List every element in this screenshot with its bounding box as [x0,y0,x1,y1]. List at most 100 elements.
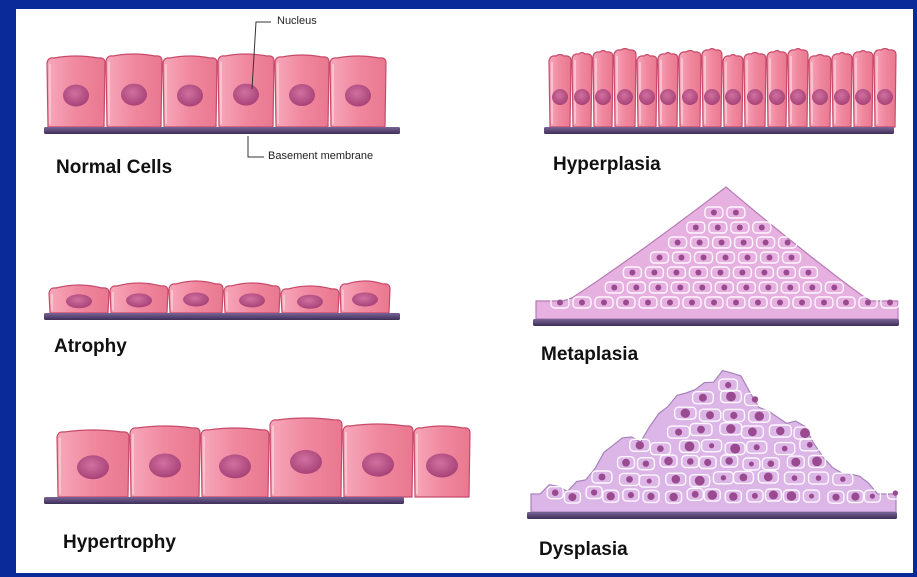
cell-nucleus [63,85,89,107]
basement-membrane-annotation: Basement membrane [268,150,373,162]
cell-nucleus [574,89,590,105]
tissue-nucleus [737,225,743,231]
tissue-nucleus [667,300,673,306]
tissue-nucleus [725,457,733,465]
tissue-nucleus [755,300,761,306]
nucleus-annotation: Nucleus [277,15,317,27]
tissue-nucleus [805,270,811,276]
tissue-nucleus [755,412,764,421]
tissue-nucleus [768,460,775,467]
tissue-nucleus [733,300,739,306]
tissue-nucleus [591,489,597,495]
tissue-nucleus [726,392,736,402]
tissue-nucleus [733,210,739,216]
tissue-nucleus [697,426,705,434]
cell-nucleus [233,84,259,106]
hyperplasia-illustration [544,49,896,135]
cell-nucleus [352,293,378,307]
atrophy-illustration [44,281,400,320]
tissue-nucleus [693,225,699,231]
basement-membrane [527,512,897,519]
tissue-nucleus [800,428,810,438]
tissue-nucleus [628,492,634,498]
cell-nucleus [362,453,394,477]
tissue-nucleus [711,210,717,216]
tissue-nucleus [708,490,717,499]
tissue-nucleus [749,462,754,467]
tissue-nucleus [633,285,639,291]
tissue-nucleus [851,493,859,501]
cell-nucleus [297,295,323,309]
tissue-nucleus [681,409,690,418]
label-atrophy: Atrophy [54,336,127,358]
tissue-nucleus [675,240,681,246]
cell-nucleus [639,89,655,105]
tissue-nucleus [792,475,798,481]
tissue-nucleus [759,225,765,231]
tissue-nucleus [752,396,758,402]
label-dysplasia: Dysplasia [539,539,628,561]
tissue-nucleus [601,300,607,306]
cell-nucleus [877,89,893,105]
tissue-nucleus [721,285,727,291]
tissue-nucleus [840,477,845,482]
cell-diagram-art [16,9,913,573]
tissue-nucleus [887,300,893,306]
basement-membrane [533,319,899,326]
tissue-nucleus [809,285,815,291]
tissue-nucleus [626,476,633,483]
tissue-nucleus [669,493,677,501]
tissue-nucleus [807,442,813,448]
cell-nucleus [183,293,209,307]
tissue-nucleus [704,459,711,466]
cell-nucleus [790,89,806,105]
cell-nucleus [239,293,265,307]
tissue-nucleus [647,493,654,500]
label-hypertrophy: Hypertrophy [63,532,176,554]
tissue-nucleus [725,382,731,388]
cell-nucleus [219,454,251,478]
tissue-nucleus [706,411,714,419]
cell-nucleus [769,89,785,105]
tissue-nucleus [799,300,805,306]
diagram-panel: Nucleus Basement membrane Normal Cells A… [16,9,913,573]
tissue-nucleus [657,445,664,452]
tissue-nucleus [677,285,683,291]
tissue-nucleus [611,285,617,291]
tissue-nucleus [647,479,652,484]
tissue-nucleus [752,493,758,499]
tissue-nucleus [831,285,837,291]
tissue-nucleus [679,255,685,261]
hypertrophy-illustration [44,418,470,504]
tissue-nucleus [785,240,791,246]
tissue-nucleus [607,492,615,500]
basement-membrane [44,497,404,504]
cell-nucleus [682,89,698,105]
cell-nucleus [290,450,322,474]
basement-membrane [544,127,894,134]
dysplasia-illustration [527,371,903,519]
label-hyperplasia: Hyperplasia [553,154,661,176]
cell-nucleus [855,89,871,105]
tissue-nucleus [664,457,673,466]
tissue-nucleus [740,474,748,482]
tissue-nucleus [787,491,797,501]
tissue-nucleus [701,255,707,261]
tissue-nucleus [870,494,875,499]
metaplasia-illustration [533,187,899,326]
tissue-nucleus [715,225,721,231]
cell-nucleus [812,89,828,105]
tissue-nucleus [645,300,651,306]
tissue-nucleus [730,444,740,454]
tissue-nucleus [709,443,714,448]
tissue-nucleus [673,270,679,276]
tissue-nucleus [748,428,757,437]
cell-nucleus [345,85,371,107]
tissue-nucleus [699,394,707,402]
tissue-nucleus [787,285,793,291]
cell-nucleus [617,89,633,105]
cell-nucleus [660,89,676,105]
tissue-nucleus [809,494,814,499]
tissue-nucleus [726,424,735,433]
